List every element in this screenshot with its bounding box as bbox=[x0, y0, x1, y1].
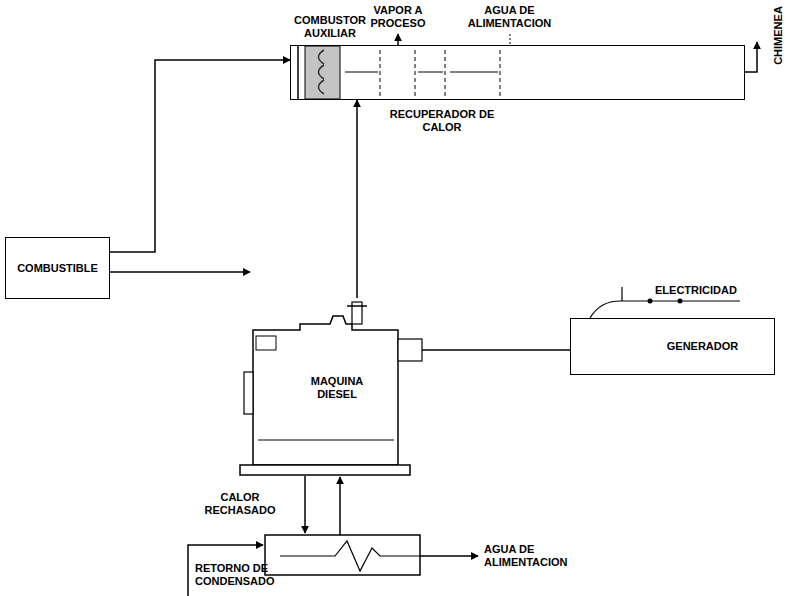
diesel-engine: MAQUINA DIESEL bbox=[250, 298, 422, 478]
heat-arrow bbox=[304, 476, 306, 533]
chimney-arrow bbox=[745, 42, 757, 72]
engine-base bbox=[240, 465, 410, 475]
flow-label: CALOR RECHASADO bbox=[198, 491, 282, 517]
flow-label: RETORNO DE CONDENSADO bbox=[195, 562, 283, 588]
node-text: COMBUSTIBLE bbox=[17, 262, 98, 275]
engine-detail bbox=[258, 440, 394, 441]
exchanger-coil bbox=[280, 541, 420, 571]
feedwater-arrow bbox=[420, 555, 478, 557]
component-label: COMBUSTOR AUXILIAR bbox=[290, 14, 370, 40]
exhaust-flange bbox=[347, 305, 367, 307]
tube-bank bbox=[500, 50, 501, 96]
combustor-flame bbox=[305, 46, 340, 99]
tube-bank bbox=[415, 50, 416, 96]
node-text: RECUPERADOR DE CALOR bbox=[384, 108, 500, 134]
tube-line bbox=[345, 72, 378, 73]
combustor-plate bbox=[297, 45, 299, 100]
terminal-dot bbox=[678, 299, 683, 304]
tube-line bbox=[418, 72, 443, 73]
flow-connector bbox=[110, 60, 290, 252]
power-wire bbox=[621, 287, 622, 301]
flow-label: CHIMENEA bbox=[772, 3, 785, 69]
feedwater-line bbox=[510, 34, 511, 45]
flow-connector bbox=[356, 100, 358, 298]
flow-connector bbox=[110, 271, 250, 273]
heat-arrow bbox=[339, 477, 341, 535]
tube-bank bbox=[445, 50, 446, 96]
heat-recovery-duct: RECUPERADOR DE CALOR bbox=[290, 45, 745, 100]
terminal-dot bbox=[648, 299, 653, 304]
flow-label: AGUA DE ALIMENTACION bbox=[462, 4, 557, 30]
engine-head-part bbox=[256, 336, 276, 350]
node-text: MAQUINA DIESEL bbox=[299, 375, 375, 401]
engine-body bbox=[253, 316, 398, 465]
power-wire bbox=[590, 301, 620, 318]
flow-label: VAPOR A PROCESO bbox=[363, 4, 433, 30]
flow-connector bbox=[422, 349, 570, 351]
engine-side-part bbox=[244, 372, 253, 414]
flow-label: AGUA DE ALIMENTACION bbox=[484, 543, 582, 569]
burner-symbol bbox=[319, 50, 325, 94]
tube-line bbox=[450, 72, 498, 73]
output-label: ELECTRICIDAD bbox=[655, 284, 747, 297]
steam-arrow bbox=[397, 34, 399, 45]
node-text: GENERADOR bbox=[667, 340, 739, 353]
fuel-box: COMBUSTIBLE bbox=[5, 237, 110, 299]
generator-box: GENERADOR bbox=[570, 318, 775, 375]
heat-exchanger bbox=[265, 535, 420, 575]
engine-coupling bbox=[398, 339, 422, 361]
tube-bank bbox=[380, 50, 381, 96]
